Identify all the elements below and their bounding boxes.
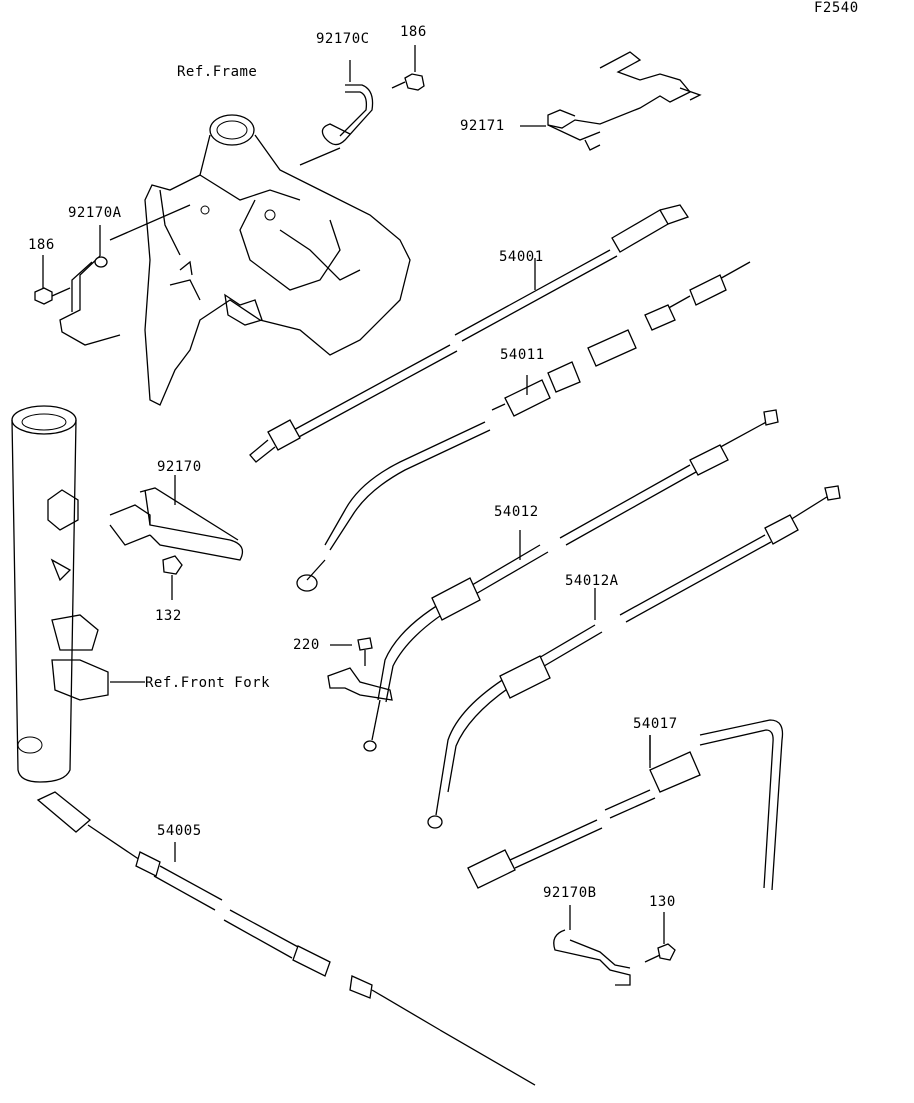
label-130: 130 — [649, 894, 676, 910]
clamp-92170 — [109, 475, 244, 600]
cable-54011 — [296, 261, 751, 592]
label-ref-front-fork: Ref.Front Fork — [145, 675, 271, 691]
bolt-186-top — [391, 45, 425, 91]
label-92170a: 92170A — [68, 205, 122, 221]
label-220: 220 — [293, 637, 320, 653]
diagram-id: F2540 — [814, 0, 859, 16]
clamp-92170b — [553, 905, 676, 986]
front-fork-drawing — [11, 405, 145, 783]
screw-220 — [327, 637, 393, 701]
label-92170b: 92170B — [543, 885, 597, 901]
label-54011: 54011 — [500, 347, 545, 363]
cable-54005 — [36, 791, 536, 1086]
label-54012a: 54012A — [565, 573, 619, 589]
frame-drawing — [109, 114, 411, 406]
label-ref-frame: Ref.Frame — [177, 64, 258, 80]
bracket-92171 — [520, 51, 702, 151]
label-186-top: 186 — [400, 24, 427, 40]
clamp-92170c — [321, 60, 374, 146]
cable-54012a — [427, 485, 841, 829]
clamp-92170a — [34, 225, 121, 346]
label-54001: 54001 — [499, 249, 544, 265]
label-186-left: 186 — [28, 237, 55, 253]
label-92170: 92170 — [157, 459, 202, 475]
cable-54017 — [467, 719, 784, 891]
label-54017: 54017 — [633, 716, 678, 732]
label-92171: 92171 — [460, 118, 505, 134]
cable-54001 — [249, 204, 690, 463]
label-132: 132 — [155, 608, 182, 624]
label-92170c: 92170C — [316, 31, 370, 47]
cable-54012 — [363, 409, 779, 752]
label-54012: 54012 — [494, 504, 539, 520]
label-54005: 54005 — [157, 823, 202, 839]
